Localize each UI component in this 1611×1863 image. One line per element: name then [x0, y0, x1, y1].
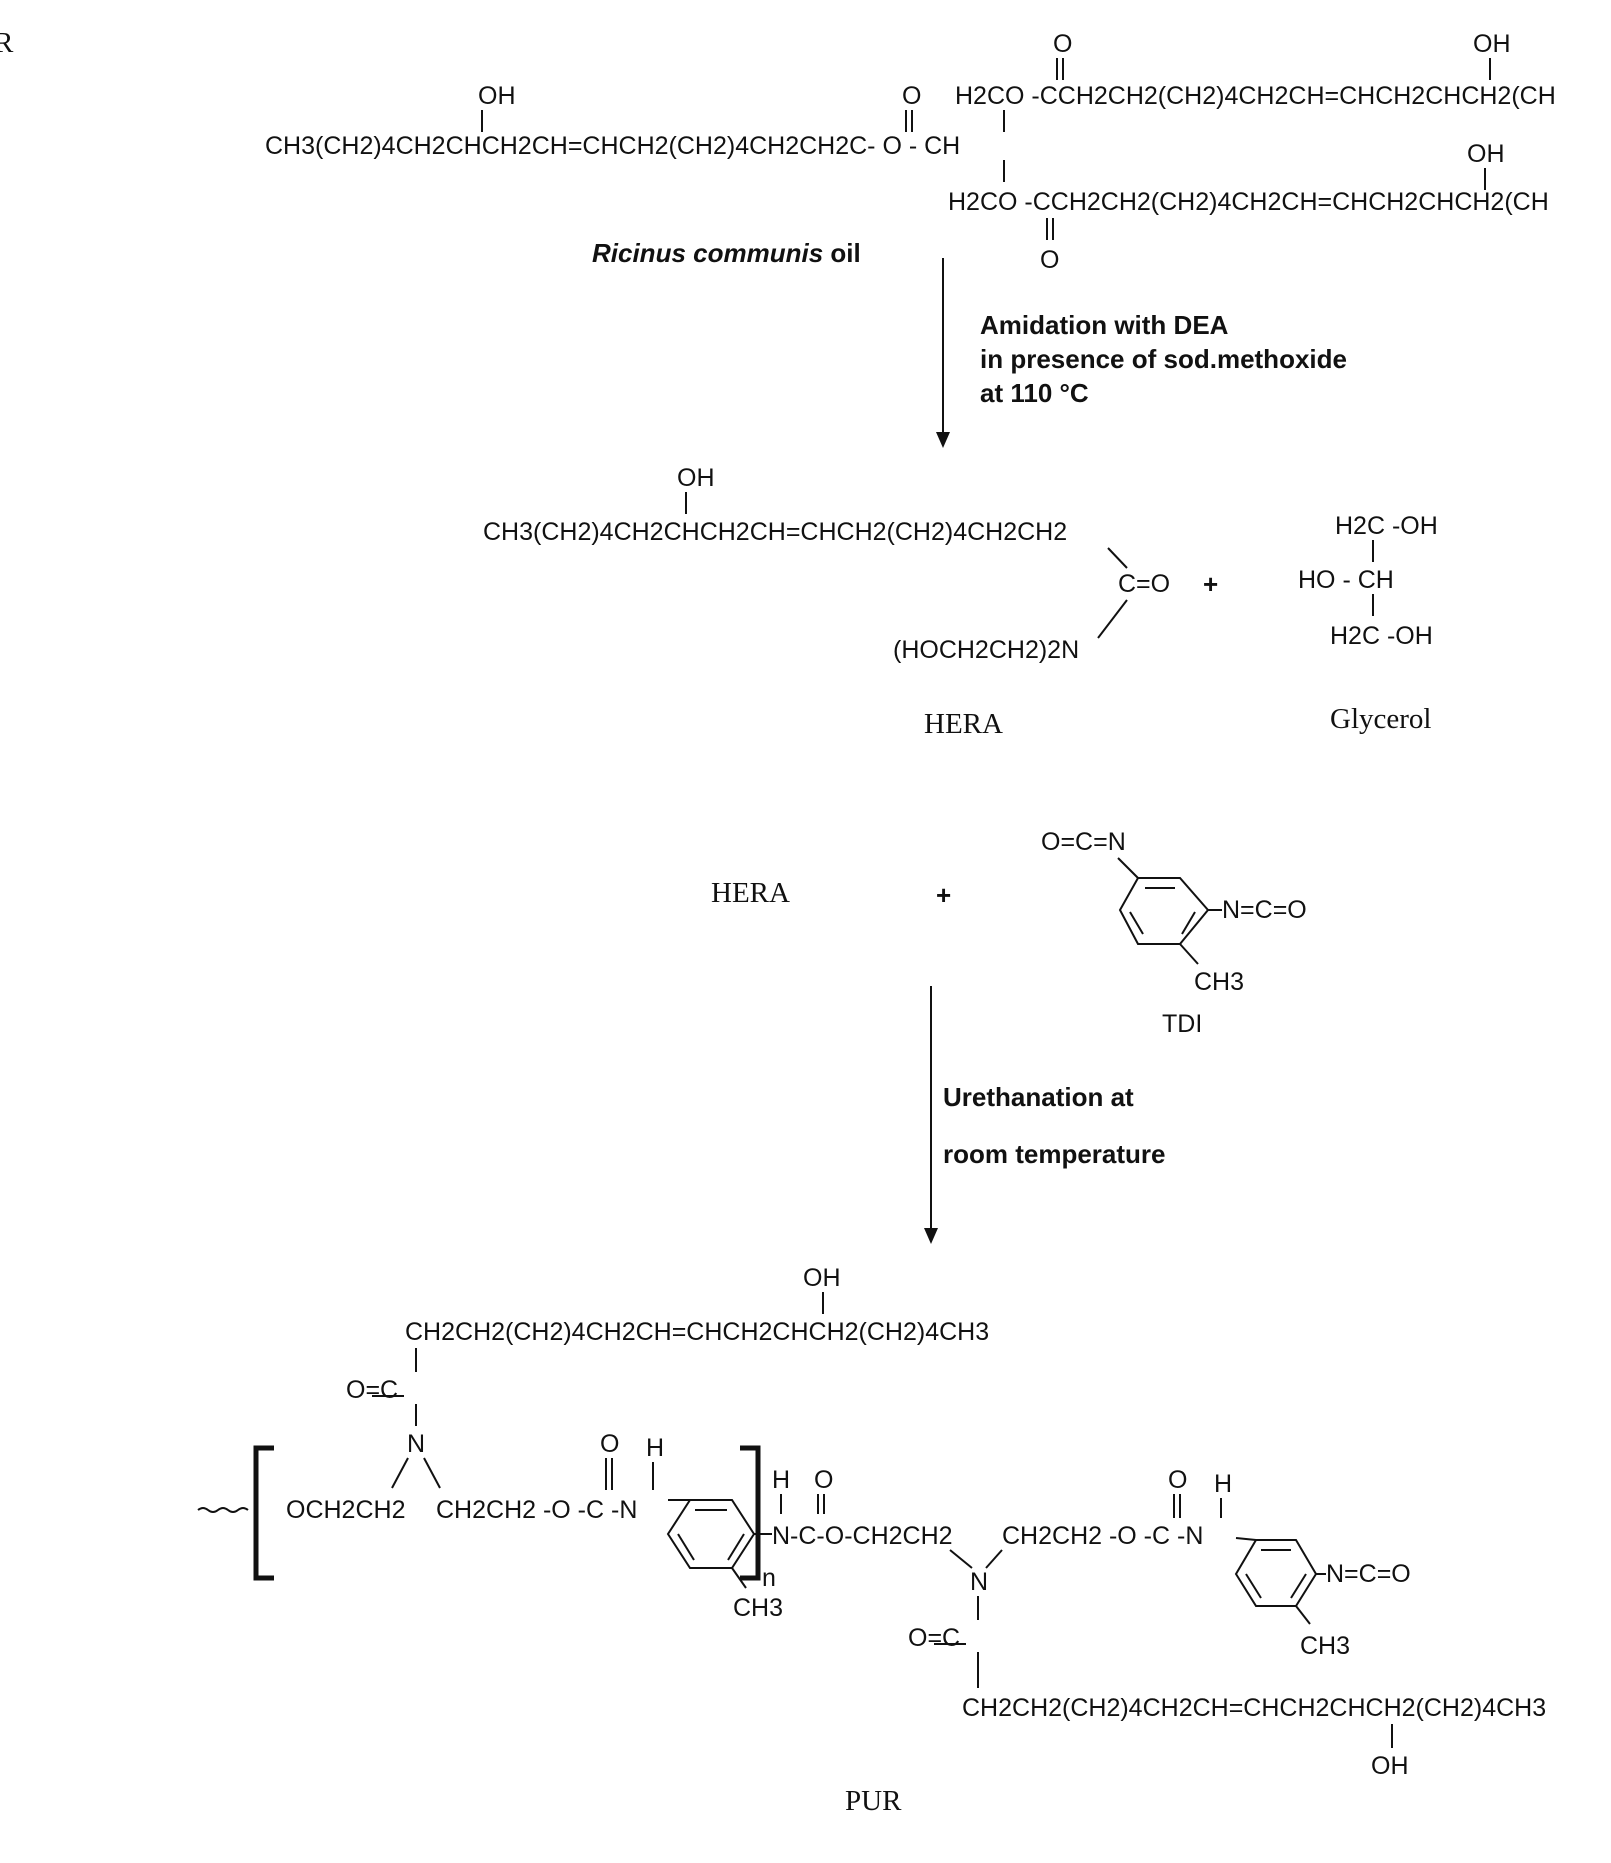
bond — [1245, 1573, 1262, 1599]
bond — [949, 1549, 973, 1569]
bond — [1097, 599, 1128, 639]
bond — [1290, 1573, 1307, 1599]
step1-line3: at 110 °C — [980, 378, 1089, 408]
upper-ester-o: O — [1053, 30, 1072, 58]
castor-oil-structure: OH O CH3(CH2)4CH2CHCH2CH=CHCH2(CH2)4CH2C… — [265, 30, 1556, 274]
hera-label: HERA — [924, 708, 1003, 740]
tdi-isocyanate-right: N=C=O — [1222, 896, 1307, 924]
bond — [1181, 911, 1196, 935]
step1-line1: Amidation with DEA — [980, 310, 1229, 340]
hera-amine: (HOCH2CH2)2N — [893, 636, 1079, 664]
hera-carbonyl: C=O — [1118, 570, 1170, 598]
right-bracket — [740, 1445, 761, 1581]
tdi-label: TDI — [1162, 1010, 1202, 1038]
bond — [1129, 911, 1144, 935]
pur-structure: OH CH2CH2(CH2)4CH2CH=CHCH2CHCH2(CH2)4CH3… — [197, 1264, 1546, 1817]
amidation-conditions: Amidation with DEA in presence of sod.me… — [980, 310, 1347, 408]
pur-ring2-methyl: CH3 — [1300, 1632, 1350, 1660]
pur-n1: N — [407, 1430, 425, 1458]
pur-n2: N — [970, 1568, 988, 1596]
urethane-link: N-C-O-CH2CH2 — [772, 1522, 953, 1550]
reaction-arrow-1 — [936, 258, 950, 448]
castor-oil-name: Ricinus communis oil — [592, 238, 861, 268]
bond — [727, 1533, 745, 1561]
left-bracket — [253, 1445, 274, 1581]
link-h: H — [772, 1466, 790, 1494]
bond — [391, 1457, 409, 1489]
upper-ester-chain: H2CO -CCH2CH2(CH2)4CH2CH=CHCH2CHCH2(CH — [955, 82, 1556, 110]
lower-ester-o: O — [1040, 246, 1059, 274]
bond — [1235, 1537, 1257, 1541]
glycerol-structure: H2C -OH HO - CH H2C -OH Glycerol — [1298, 512, 1438, 735]
pur-right-arm-2: CH2CH2 -O -C -N — [1002, 1522, 1203, 1550]
bond — [677, 1533, 695, 1561]
polymer-chain-wavy — [197, 1507, 249, 1513]
pur-top-chain: CH2CH2(CH2)4CH2CH=CHCH2CHCH2(CH2)4CH3 — [405, 1318, 989, 1346]
hera-structure: OH CH3(CH2)4CH2CHCH2CH=CHCH2(CH2)4CH2CH2… — [483, 464, 1170, 740]
hera-oh: OH — [677, 464, 715, 492]
castor-main-chain: CH3(CH2)4CH2CHCH2CH=CHCH2(CH2)4CH2CH2C- … — [265, 132, 960, 160]
arrow-head — [936, 432, 950, 448]
pur-left-arm: OCH2CH2 — [286, 1496, 405, 1524]
plus-sign-1: + — [1203, 569, 1218, 599]
castor-left-oh: OH — [478, 82, 516, 110]
lower-ester-chain: H2CO -CCH2CH2(CH2)4CH2CH=CHCH2CHCH2(CH — [948, 188, 1549, 216]
pur-bottom-oh: OH — [1371, 1752, 1409, 1780]
glycerol-label: Glycerol — [1330, 703, 1431, 735]
step1-line2: in presence of sod.methoxide — [980, 344, 1347, 374]
bond — [423, 1457, 441, 1489]
pur-label: PUR — [845, 1785, 902, 1817]
bond — [985, 1549, 1003, 1569]
pur-ring1-methyl: CH3 — [733, 1594, 783, 1622]
step2-line2: room temperature — [943, 1139, 1166, 1169]
tdi-isocyanate-top: O=C=N — [1041, 828, 1126, 856]
step2-line1: Urethanation at — [943, 1082, 1134, 1112]
pur-top-oh: OH — [803, 1264, 841, 1292]
upper-ester-oh: OH — [1473, 30, 1511, 58]
subscript-n: n — [762, 1564, 776, 1592]
castor-carbonyl-o: O — [902, 82, 921, 110]
bond — [731, 1567, 747, 1589]
plus-sign-2: + — [936, 880, 951, 910]
corner-letter: R — [0, 27, 14, 59]
urethane-h1: H — [646, 1434, 664, 1462]
tdi-methyl: CH3 — [1194, 968, 1244, 996]
hera-label-2: HERA — [711, 877, 790, 909]
pur-nco-end: N=C=O — [1326, 1560, 1411, 1588]
glycerol-line2: HO - CH — [1298, 566, 1394, 594]
arrow-head — [924, 1228, 938, 1244]
hera-chain: CH3(CH2)4CH2CHCH2CH=CHCH2(CH2)4CH2CH2 — [483, 518, 1067, 546]
bond — [1117, 857, 1139, 879]
bond — [1179, 943, 1199, 965]
pur-top-carbonyl: O=C — [346, 1376, 398, 1404]
bond — [1295, 1605, 1311, 1625]
urethane-o2: O — [1168, 1466, 1187, 1494]
urethanation-conditions: Urethanation at room temperature — [943, 1082, 1166, 1169]
pur-bottom-chain: CH2CH2(CH2)4CH2CH=CHCH2CHCH2(CH2)4CH3 — [962, 1694, 1546, 1722]
pur-bottom-carbonyl: O=C — [908, 1624, 960, 1652]
lower-ester-oh: OH — [1467, 140, 1505, 168]
pur-right-arm: CH2CH2 -O -C -N — [436, 1496, 637, 1524]
glycerol-line1: H2C -OH — [1335, 512, 1438, 540]
glycerol-line3: H2C -OH — [1330, 622, 1433, 650]
reaction-arrow-2 — [924, 986, 938, 1244]
urethane-h2: H — [1214, 1470, 1232, 1498]
link-o: O — [814, 1466, 833, 1494]
urethane-o1: O — [600, 1430, 619, 1458]
tdi-structure: O=C=N N=C=O CH3 TDI — [1041, 828, 1307, 1038]
bond — [1107, 547, 1128, 569]
